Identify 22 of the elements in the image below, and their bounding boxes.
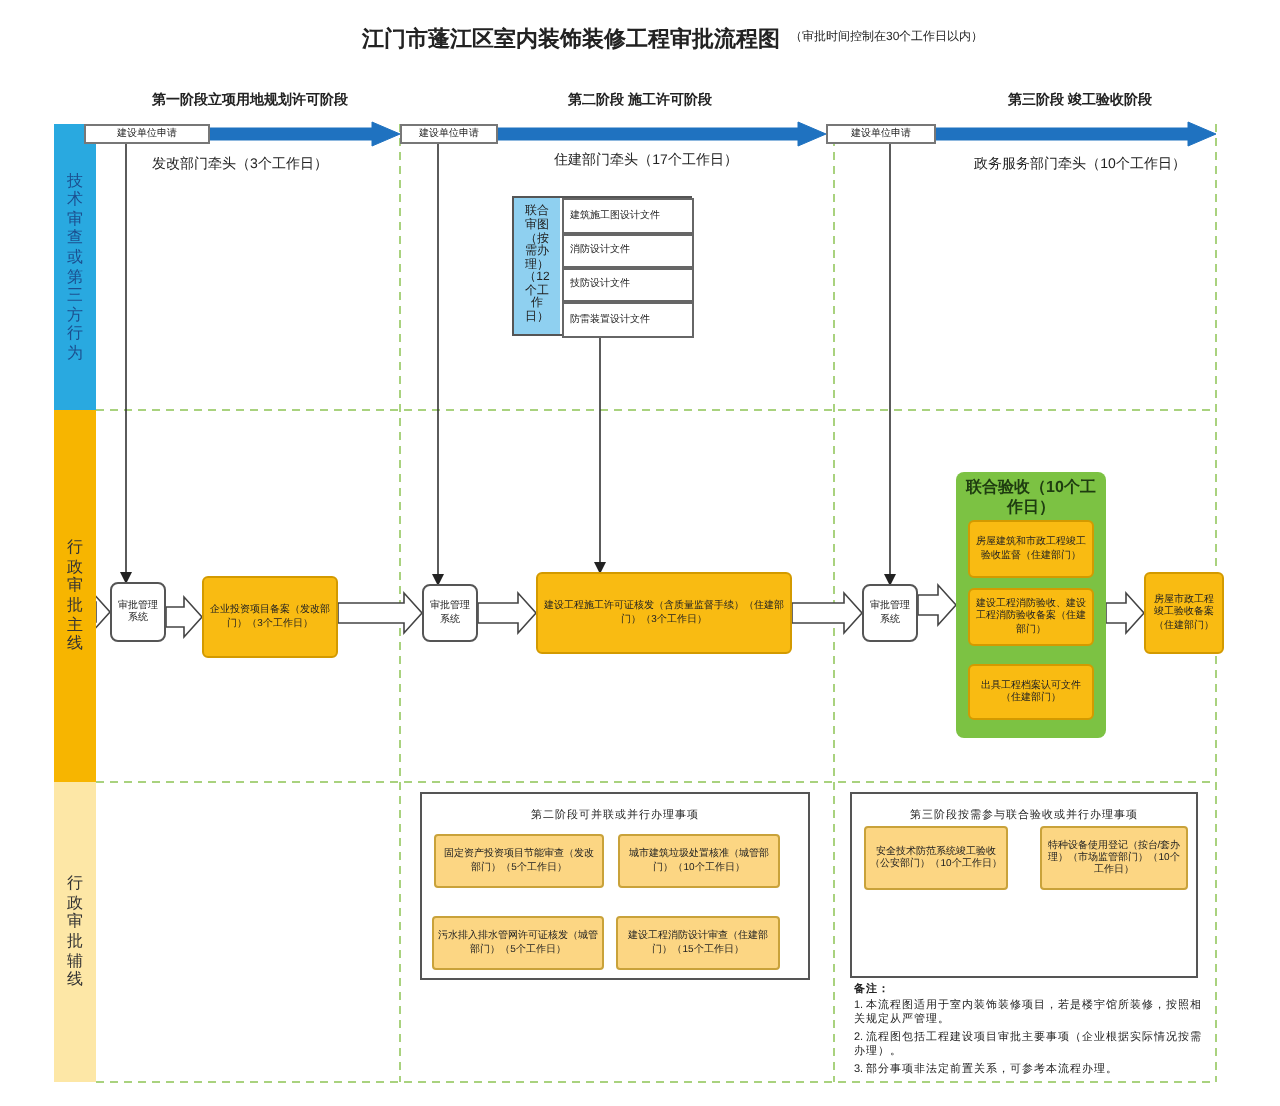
title: 江门市蓬江区室内装饰装修工程审批流程图 [360,26,780,55]
parallel-items-panel [420,792,810,980]
parallel-items-panel [850,792,1198,978]
block-arrow [1105,590,1146,636]
block-arrow [917,582,958,628]
arrow [594,335,606,574]
arrow [120,143,132,584]
panel-title: 联合验收（10个工作日） [963,478,1098,520]
phase-arrow [935,121,1217,147]
lane-band: 行政审批辅线 [54,782,96,1082]
review-group [512,196,692,336]
block-arrow [791,590,864,636]
lane-band: 行政审批主线 [54,410,96,782]
phase-arrow [497,121,827,147]
block-arrow [477,590,538,636]
arrow [884,143,896,586]
arrow [432,143,444,586]
block-arrow [337,590,424,636]
block-arrow [165,594,204,640]
lane-band: 技术审查或第三方行为 [54,124,96,410]
acceptance-panel [956,472,1106,738]
phase-arrow [209,121,401,147]
